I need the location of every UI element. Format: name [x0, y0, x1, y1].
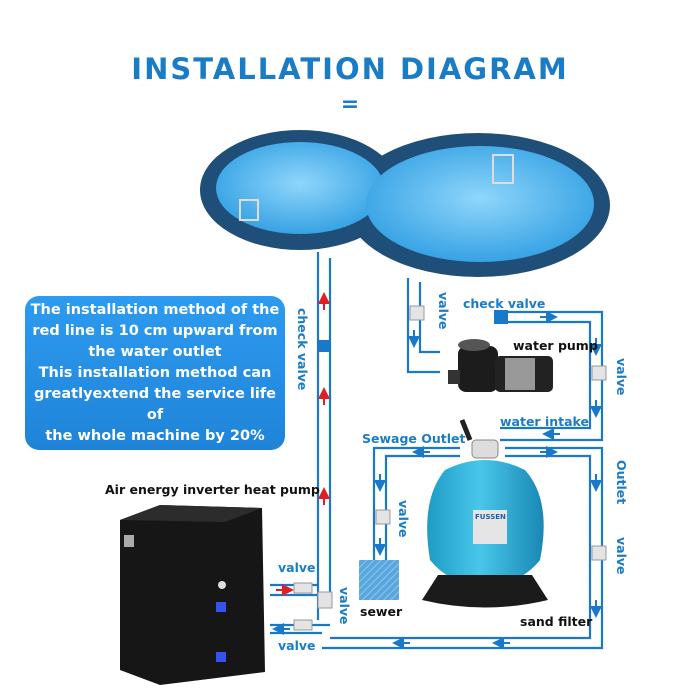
- sand-filter-label: sand filter: [520, 614, 593, 629]
- valve-right-upper-label: valve: [614, 358, 629, 396]
- valve-heat-out-label: valve: [278, 638, 316, 653]
- sewer-label: sewer: [360, 604, 403, 619]
- title-decoration: =: [340, 92, 360, 117]
- flow-arrows: [272, 292, 602, 649]
- valve-right-lower-label: valve: [614, 537, 629, 575]
- sewage-outlet-label: Sewage Outlet: [362, 431, 466, 446]
- check-valve-pump-label: check valve: [463, 296, 546, 311]
- valve-sewer-label: valve: [396, 500, 411, 538]
- info-line: This installation method can: [38, 364, 272, 381]
- valves: [293, 305, 607, 631]
- outlet-label: Outlet: [614, 460, 629, 505]
- info-line: the whole machine by 20%: [45, 427, 265, 444]
- info-line: red line is 10 cm upward from: [32, 322, 278, 339]
- valve-icon: [293, 619, 313, 631]
- water-pump-image: [448, 339, 553, 392]
- valve-bypass-label: valve: [337, 587, 352, 625]
- sand-filter-image: [422, 419, 548, 608]
- water-intake-label: water intake: [500, 414, 590, 429]
- check-valve-icon: [494, 310, 508, 324]
- info-line: greatlyextend the service life of: [34, 385, 276, 423]
- filter-brand-label: FUSSEN: [475, 513, 506, 521]
- pool-ladder-icon: [239, 199, 259, 221]
- sewer-icon: [359, 560, 399, 600]
- heat-pump-label: Air energy inverter heat pump: [105, 482, 320, 497]
- water-pump-label: water pump: [513, 338, 598, 353]
- info-line: The installation method of the: [30, 301, 280, 318]
- page-title: INSTALLATION DIAGRAM: [131, 52, 569, 86]
- valve-icon: [317, 591, 333, 609]
- info-line: the water outlet: [88, 343, 222, 360]
- swimming-pool: [200, 130, 610, 277]
- check-valve-icon: [317, 340, 331, 352]
- valve-icon: [293, 582, 313, 594]
- valve-icon: [409, 305, 425, 321]
- info-box: The installation method of the red line …: [25, 296, 285, 450]
- valve-icon: [591, 545, 607, 561]
- valve-icon: [375, 509, 391, 525]
- valve-icon: [591, 365, 607, 381]
- pool-ladder-icon: [492, 154, 514, 184]
- valve-heat-in-label: valve: [278, 560, 316, 575]
- valve-pool-outlet-label: valve: [436, 292, 451, 330]
- check-valve-left-label: check valve: [295, 308, 310, 391]
- heat-pump-image: [120, 505, 265, 685]
